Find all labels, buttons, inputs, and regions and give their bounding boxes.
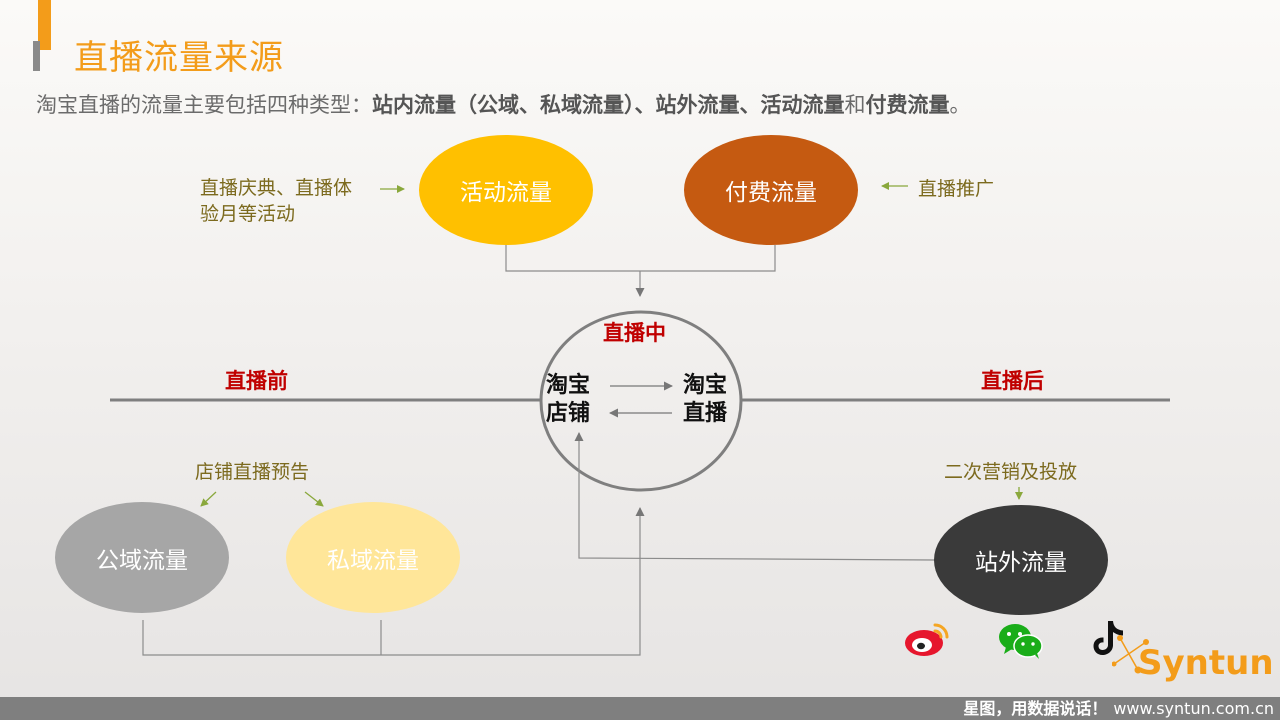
center-right-line1: 淘宝	[683, 373, 728, 398]
live-center-circle	[539, 310, 743, 492]
weibo-icon	[905, 623, 949, 656]
center-left-line1: 淘宝	[546, 373, 591, 398]
title-accent-bar	[38, 0, 51, 50]
center-left-line2: 店铺	[546, 401, 591, 426]
center-taobao-live: 淘宝 直播	[683, 372, 727, 428]
node-activity-traffic: 活动流量	[419, 135, 593, 245]
footer: 星图，用数据说话！ www.syntun.com.cn	[963, 697, 1274, 720]
footer-bar	[0, 697, 1280, 720]
note-marketing: 二次营销及投放	[944, 461, 1078, 483]
note-paid: 直播推广	[918, 178, 995, 200]
note-preview: 店铺直播预告	[195, 461, 310, 483]
note-activity-line1: 直播庆典、直播体	[200, 177, 353, 199]
subtitle-end: 。	[949, 93, 971, 117]
note-activity-line2: 验月等活动	[200, 203, 296, 225]
wechat-icon	[999, 624, 1043, 659]
node-external-traffic: 站外流量	[934, 505, 1108, 615]
tiktok-icon	[1093, 621, 1123, 655]
stage-after: 直播后	[981, 369, 1044, 393]
subtitle-and: 和	[844, 93, 866, 117]
page-subtitle: 淘宝直播的流量主要包括四种类型：站内流量（公域、私域流量）、站外流量、活动流量和…	[36, 89, 971, 119]
syntun-logo-icon	[1112, 635, 1149, 674]
subtitle-types: 站内流量（公域、私域流量）、站外流量、活动流量	[372, 93, 845, 117]
subtitle-paid: 付费流量	[865, 93, 950, 117]
title-accent-mark	[33, 41, 40, 71]
node-paid-traffic: 付费流量	[684, 135, 858, 245]
node-public-traffic: 公域流量	[55, 502, 229, 613]
note-activity: 直播庆典、直播体 验月等活动	[200, 175, 352, 227]
stage-before: 直播前	[225, 369, 288, 393]
syntun-logo-text: Syntun	[1138, 643, 1274, 683]
center-taobao-store: 淘宝 店铺	[546, 372, 590, 428]
footer-url[interactable]: www.syntun.com.cn	[1113, 699, 1274, 718]
stage-during: 直播中	[603, 321, 666, 345]
center-right-line2: 直播	[683, 401, 728, 426]
node-private-traffic: 私域流量	[286, 502, 460, 613]
page-title: 直播流量来源	[74, 38, 284, 78]
subtitle-prefix: 淘宝直播的流量主要包括四种类型：	[36, 93, 372, 117]
footer-slogan: 星图，用数据说话！	[963, 699, 1108, 718]
